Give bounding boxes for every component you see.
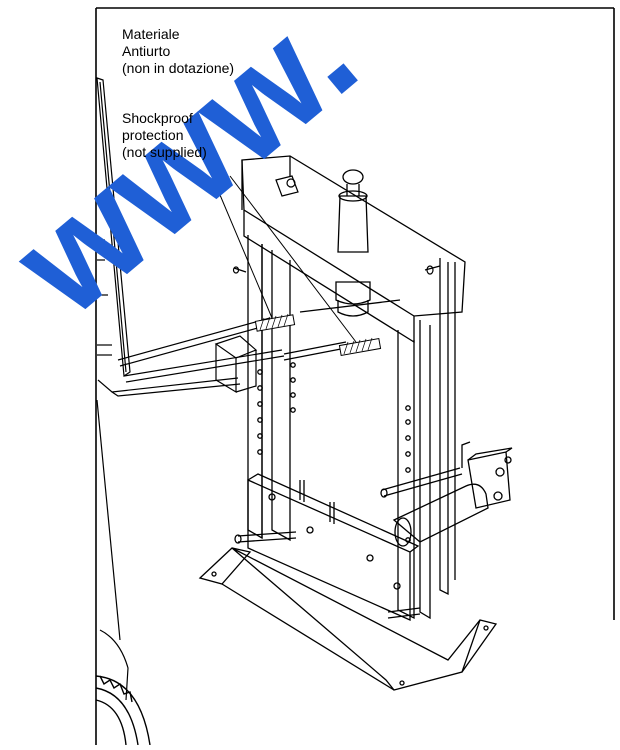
callout-english-line1: Shockproof (122, 110, 193, 126)
hydraulic-pump (380, 441, 513, 547)
callout-italian-line1: Materiale (122, 26, 180, 42)
guard-bars (117, 175, 441, 394)
callout-material-english: Shockproof protection (not supplied) (122, 110, 207, 161)
leader-lines (211, 175, 357, 343)
callout-italian-line2: Antiurto (122, 43, 171, 59)
shockproof-sleeves (254, 313, 382, 356)
wheel-part (95, 675, 151, 746)
drawing-frame (95, 7, 615, 745)
callout-material-italian: Materiale Antiurto (non in dotazione) (122, 26, 234, 77)
callout-italian-line3: (non in dotazione) (122, 60, 235, 76)
callout-english-line3: (not supplied) (122, 144, 207, 160)
press-frame (198, 155, 498, 691)
callout-english-line2: protection (122, 127, 184, 143)
side-lever-part (96, 77, 241, 701)
